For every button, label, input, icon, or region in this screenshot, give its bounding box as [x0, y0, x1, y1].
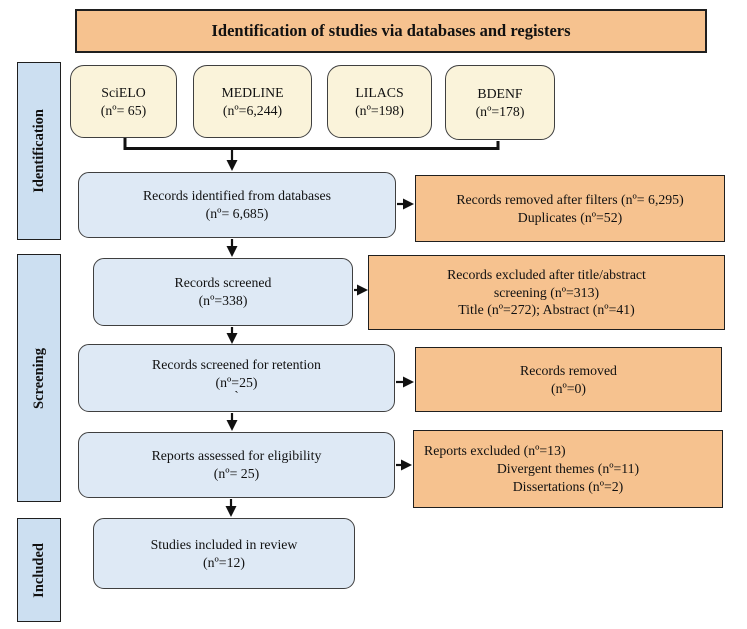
flow-box-reports-eligibility: Reports assessed for eligibility (nº= 25… — [78, 432, 395, 498]
excluded-title-abstract-line2: screening (nº=313) — [493, 284, 600, 300]
excluded-reports-line3: Dissertations (nº=2) — [512, 478, 624, 494]
banner-title-box: Identification of studies via databases … — [75, 9, 707, 53]
excluded-reports-line1: Reports excluded (nº=13) — [424, 443, 566, 459]
arrow-identified-to-filters — [397, 198, 414, 210]
excluded-box-title-abstract: Records excluded after title/abstract sc… — [368, 255, 725, 330]
arrow-identified-to-screened — [226, 239, 238, 257]
records-identified-line1: Records identified from databases — [142, 188, 332, 204]
source-box-medline: MEDLINE (nº=6,244) — [193, 65, 312, 138]
stage-screening: Screening — [17, 254, 61, 502]
arrow-sources-to-identified — [226, 148, 238, 171]
banner-title: Identification of studies via databases … — [211, 21, 571, 40]
studies-included-line2: (nº=12) — [203, 554, 245, 570]
excluded-filters-line1: Records removed after filters (nº= 6,295… — [456, 191, 684, 207]
excluded-title-abstract-line3: Title (nº=272); Abstract (nº=41) — [458, 302, 635, 318]
source-scielo-name: SciELO — [101, 84, 146, 100]
reports-eligibility-line1: Reports assessed for eligibility — [151, 448, 322, 464]
source-scielo-count: (nº= 65) — [100, 102, 147, 118]
stage-included: Included — [17, 518, 61, 622]
excluded-reports-line2: Divergent themes (nº=11) — [496, 461, 640, 477]
source-medline-name: MEDLINE — [221, 84, 284, 100]
source-lilacs-name: LILACS — [355, 84, 404, 100]
flow-box-records-screened: Records screened (nº=338) — [93, 258, 353, 326]
stage-identification: Identification — [17, 62, 61, 240]
screened-retention-tick: ` — [234, 387, 239, 403]
stage-screening-label: Screening — [30, 347, 47, 409]
screened-retention-line1: Records screened for retention — [152, 357, 321, 373]
excluded-box-reports: Reports excluded (nº=13) Divergent theme… — [413, 430, 723, 508]
arrow-retention-to-removed — [396, 376, 414, 388]
source-box-bdenf: BDENF (nº=178) — [445, 65, 555, 140]
excluded-removed-line2: (nº=0) — [550, 380, 587, 396]
source-box-lilacs: LILACS (nº=198) — [327, 65, 432, 138]
stage-included-label: Included — [30, 542, 47, 598]
source-bdenf-count: (nº=178) — [475, 103, 525, 119]
arrow-eligibility-to-reports-excluded — [396, 459, 412, 471]
arrow-screened-to-retention — [226, 327, 238, 344]
arrow-screened-to-title-abstract — [354, 284, 368, 296]
excluded-removed-line1: Records removed — [520, 362, 617, 378]
studies-included-line1: Studies included in review — [150, 536, 298, 552]
records-identified-line2: (nº= 6,685) — [205, 206, 269, 221]
records-screened-line2: (nº=338) — [198, 293, 248, 308]
arrow-eligibility-to-included — [225, 499, 237, 517]
source-lilacs-count: (nº=198) — [355, 102, 404, 118]
source-bdenf-name: BDENF — [477, 85, 523, 101]
excluded-title-abstract-line1: Records excluded after title/abstract — [447, 266, 646, 282]
excluded-box-filters: Records removed after filters (nº= 6,295… — [415, 175, 725, 242]
reports-eligibility-line2: (nº= 25) — [213, 466, 260, 481]
stage-identification-label: Identification — [30, 109, 47, 193]
excluded-box-removed: Records removed (nº=0) — [415, 347, 722, 412]
screened-retention-line2: (nº=25) — [215, 375, 258, 390]
flow-box-screened-retention: Records screened for retention (nº=25) ` — [78, 344, 395, 412]
source-box-scielo: SciELO (nº= 65) — [70, 65, 177, 138]
excluded-filters-line2: Duplicates (nº=52) — [517, 209, 623, 225]
flow-box-records-identified: Records identified from databases (nº= 6… — [78, 172, 396, 238]
source-medline-count: (nº=6,244) — [222, 102, 283, 118]
records-screened-line1: Records screened — [174, 275, 272, 291]
flow-box-studies-included: Studies included in review (nº=12) — [93, 518, 355, 589]
arrow-retention-to-eligibility — [226, 413, 238, 431]
connector-sources-elbow — [123, 138, 500, 150]
